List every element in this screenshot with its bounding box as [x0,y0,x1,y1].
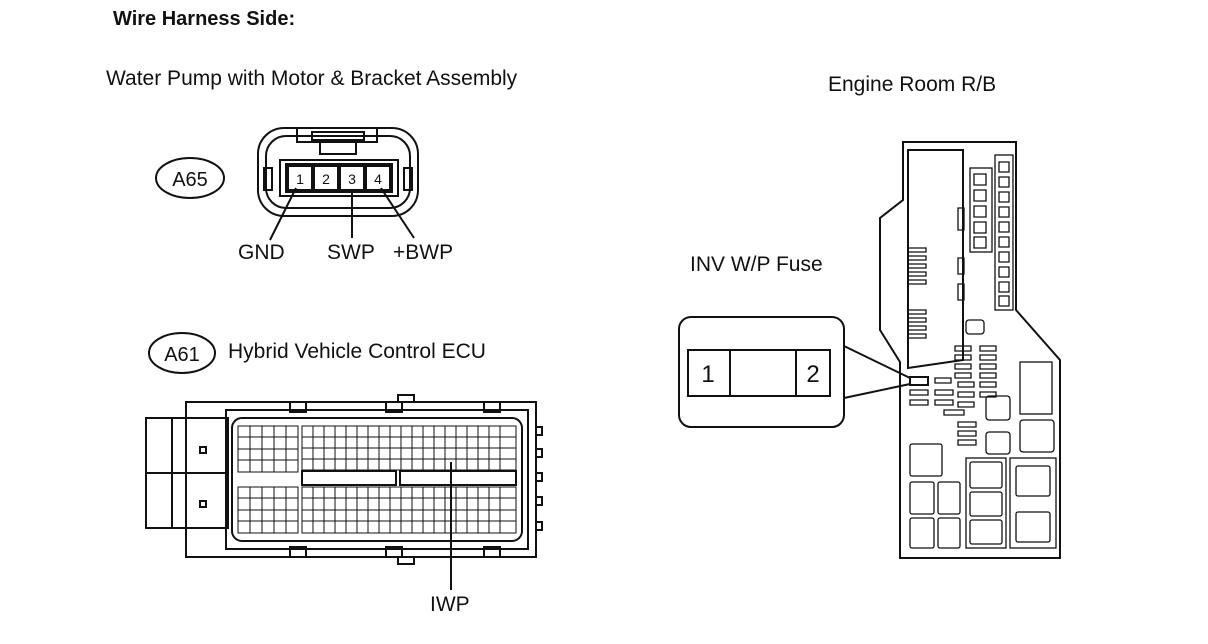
a65-id-label: A65 [172,169,208,191]
relay-box-components [907,154,1057,549]
iwp-label: IWP [430,593,470,616]
a65-pin-1-label: 1 [296,171,304,187]
a65-id-oval [155,157,225,199]
a61-pin-grid [237,425,517,534]
bwp-label: +BWP [393,241,454,264]
relay-box-title: Engine Room R/B [828,73,997,96]
a65-pin-1 [287,165,313,191]
fuse-pin-2-label: 2 [806,361,819,388]
a61-id-label: A61 [164,344,200,366]
water-pump-title: Water Pump with Motor & Bracket Assembly [106,67,518,90]
a61-id-oval [148,332,216,374]
a61-connector [145,332,543,590]
fuse-callout [678,316,929,428]
a65-pin-2-label: 2 [322,171,330,187]
a65-pin-3-label: 3 [348,171,356,187]
fuse-pin-1-label: 1 [701,361,714,388]
fuse-label: INV W/P Fuse [690,253,823,276]
a65-pin-4 [365,165,391,191]
gnd-leader [269,187,297,241]
page-title: Wire Harness Side: [113,8,296,30]
a65-connector [155,127,419,241]
ecu-title: Hybrid Vehicle Control ECU [228,340,486,363]
a65-pin-4-label: 4 [374,171,382,187]
swp-label: SWP [327,241,375,264]
a65-pin-2 [313,165,339,191]
bwp-leader [380,187,415,239]
gnd-label: GND [238,241,285,264]
